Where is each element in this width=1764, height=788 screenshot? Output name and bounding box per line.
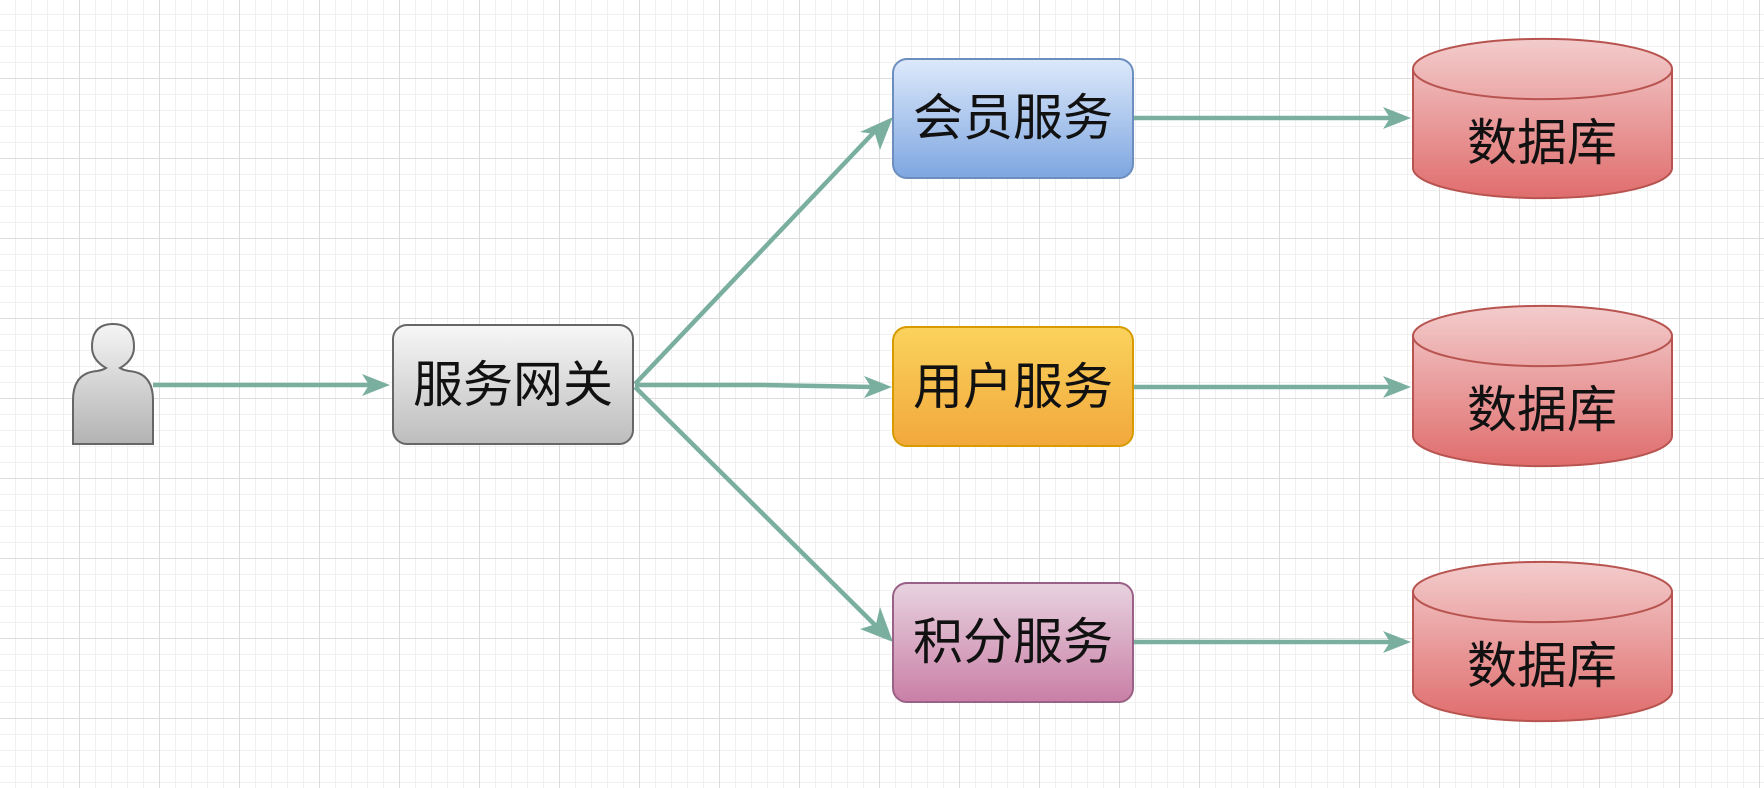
arrow-user-to-gateway-head [362,374,390,396]
user-service-node[interactable]: 用户服务 [892,326,1134,447]
connectors [153,107,1411,653]
user-icon[interactable] [72,322,154,445]
gateway-label: 服务网关 [413,356,613,414]
gateway-node[interactable]: 服务网关 [392,324,634,445]
arrow-gateway-to-member-service [633,128,878,386]
member-database-label: 数据库 [1467,114,1617,172]
points-database-label: 数据库 [1467,637,1617,695]
arrow-gateway-to-user-service [635,382,874,390]
arrow-points-service-to-database-head [1383,631,1411,653]
user-service-label: 用户服务 [913,358,1113,416]
arrow-member-service-to-database-head [1383,107,1411,129]
points-database-node[interactable]: 数据库 [1412,560,1673,723]
member-database-node[interactable]: 数据库 [1412,37,1673,200]
user-database-label: 数据库 [1467,381,1617,439]
member-service-node[interactable]: 会员服务 [892,58,1134,179]
arrow-gateway-to-points-service-head [860,607,893,642]
arrow-gateway-to-points-service [633,385,878,628]
arrow-gateway-to-member-service-head [860,117,893,150]
arrow-gateway-to-user-service-head [864,376,892,398]
arrow-user-service-to-database-head [1383,376,1411,398]
member-service-label: 会员服务 [913,89,1113,147]
points-service-node[interactable]: 积分服务 [892,582,1134,703]
user-database-node[interactable]: 数据库 [1412,304,1673,468]
points-service-label: 积分服务 [913,613,1113,671]
